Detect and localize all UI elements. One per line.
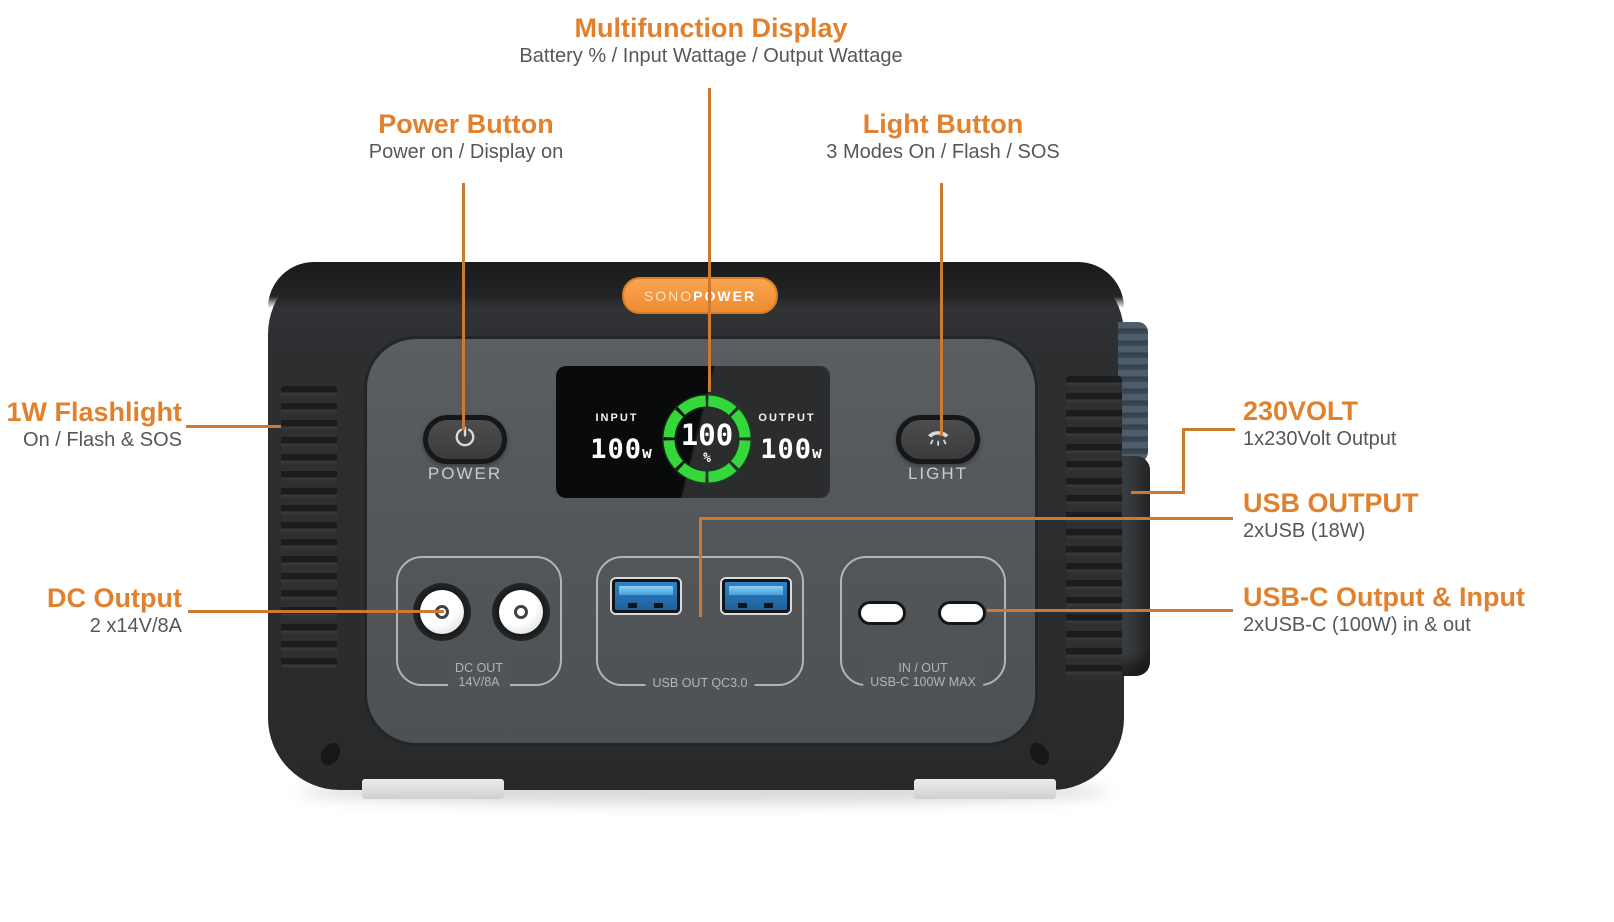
brand-part2: POWER: [693, 287, 757, 304]
callout-title: 230VOLT: [1243, 396, 1359, 426]
callout-title: USB-C Output & Input: [1243, 582, 1525, 612]
leader-flashlight: [186, 425, 281, 428]
callout-subtitle: 2xUSB-C (100W) in & out: [1243, 614, 1471, 637]
leader-usb-output-seg1: [699, 517, 702, 617]
leader-power-button: [462, 183, 465, 430]
callout-flashlight: 1W Flashlight On / Flash & SOS: [7, 398, 183, 452]
brand-part1: SONO: [643, 287, 694, 304]
display-input-label: INPUT: [595, 412, 639, 424]
callout-multifunction-display: Multifunction Display Battery % / Input …: [519, 14, 902, 68]
power-button-label: POWER: [427, 464, 503, 483]
left-rib-texture: [281, 386, 337, 668]
usb-a-port-2: [722, 579, 790, 613]
battery-percent-sign: %: [703, 451, 711, 466]
light-button-label: LIGHT: [907, 464, 969, 483]
callout-subtitle: Battery % / Input Wattage / Output Watta…: [519, 45, 903, 68]
battery-percent-value: 100: [680, 418, 734, 452]
usbc-port-label: IN / OUT USB-C 100W MAX: [863, 661, 983, 690]
light-button: [896, 415, 980, 464]
usb-c-port-2: [938, 601, 986, 625]
power-icon: [452, 424, 478, 455]
display-input-value: 100w: [590, 434, 652, 465]
callout-light-button: Light Button 3 Modes On / Flash / SOS: [826, 110, 1059, 164]
callout-subtitle: 1x230Volt Output: [1243, 428, 1397, 451]
leader-light-button: [940, 183, 943, 436]
callout-subtitle: 2xUSB (18W): [1243, 520, 1366, 543]
leader-multifunction-display: [708, 88, 711, 392]
callout-subtitle: On / Flash & SOS: [23, 429, 182, 452]
callout-title: Multifunction Display: [574, 13, 848, 43]
callout-subtitle: Power on / Display on: [368, 141, 564, 164]
callout-usbc-io: USB-C Output & Input 2xUSB-C (100W) in &…: [1243, 583, 1525, 637]
callout-title: USB OUTPUT: [1243, 488, 1419, 518]
callout-title: Power Button: [378, 109, 554, 139]
dc-port-label: DC OUT 14V/8A: [448, 661, 510, 690]
battery-gauge-ring: [659, 391, 755, 492]
callout-usb-output: USB OUTPUT 2xUSB (18W): [1243, 489, 1419, 543]
leader-230volt-seg1: [1131, 491, 1185, 494]
leader-230volt-seg2: [1182, 428, 1185, 494]
leader-dc-output: [188, 610, 444, 613]
callout-230volt: 230VOLT 1x230Volt Output: [1243, 397, 1396, 451]
side-strap: [1118, 322, 1148, 462]
callout-title: Light Button: [862, 109, 1024, 139]
usb-c-port-1: [858, 601, 906, 625]
display-output-label: OUTPUT: [758, 412, 816, 424]
callout-power-button: Power Button Power on / Display on: [369, 110, 564, 164]
callout-dc-output: DC Output 2 x14V/8A: [47, 584, 182, 638]
usb-a-port-1: [612, 579, 680, 613]
callout-title: 1W Flashlight: [6, 397, 183, 427]
callout-subtitle: 3 Modes On / Flash / SOS: [826, 141, 1060, 164]
foot-right: [914, 779, 1056, 799]
leader-usb-output-seg2: [699, 517, 1233, 520]
usb-port-label: USB OUT QC3.0: [645, 676, 755, 691]
leader-usbc: [987, 609, 1233, 612]
light-icon: [923, 426, 953, 453]
display-output-value: 100w: [760, 434, 822, 465]
dc-port-2: [492, 583, 550, 641]
leader-230volt-seg3: [1185, 428, 1235, 431]
callout-subtitle: 2 x14V/8A: [89, 615, 182, 638]
right-rib-texture: [1066, 376, 1122, 680]
foot-left: [362, 779, 504, 799]
callout-title: DC Output: [47, 583, 182, 613]
power-button: [423, 415, 507, 464]
